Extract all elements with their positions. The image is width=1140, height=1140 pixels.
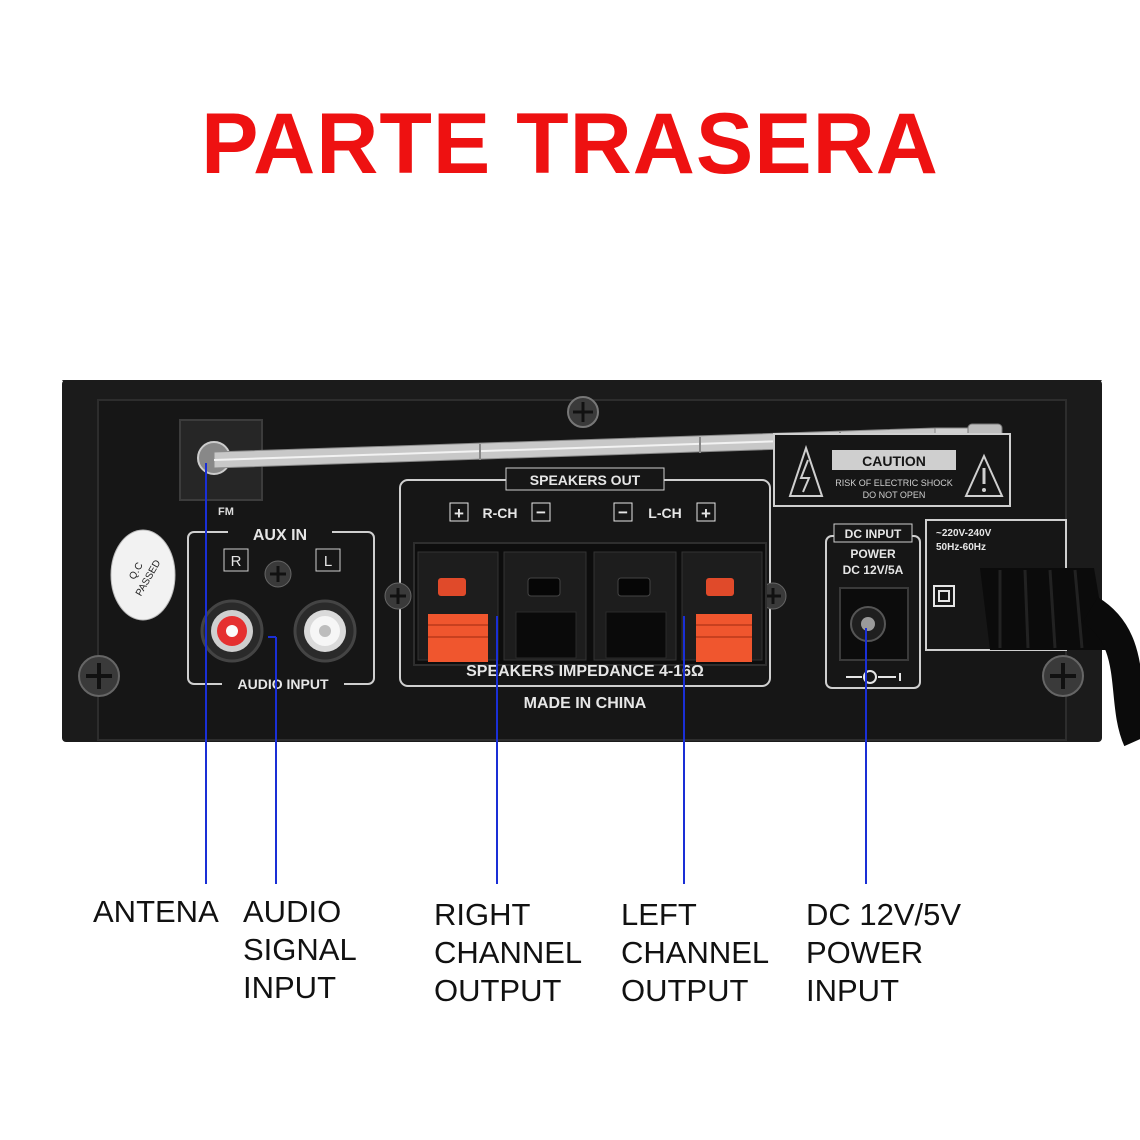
minus-sign: − <box>618 503 628 522</box>
speakers-out-label: SPEAKERS OUT <box>530 472 641 488</box>
screw-icon <box>1042 655 1084 697</box>
rca-jack-right[interactable] <box>200 599 264 663</box>
impedance-label: SPEAKERS IMPEDANCE 4-16Ω <box>466 663 704 680</box>
risk-text: RISK OF ELECTRIC SHOCK <box>835 478 953 488</box>
dc-power-jack[interactable] <box>839 587 909 661</box>
do-not-open-text: DO NOT OPEN <box>863 490 926 500</box>
aux-l-label: L <box>324 553 332 570</box>
dc-rating-label: DC 12V/5A <box>843 563 904 577</box>
plus-sign: + <box>454 504 464 523</box>
callout-audio-signal-input: AUDIO SIGNAL INPUT <box>243 894 357 1005</box>
aux-r-label: R <box>231 553 242 570</box>
terminal-right-positive[interactable] <box>417 551 499 662</box>
r-ch-label: R-CH <box>483 505 518 521</box>
double-insulation-icon <box>933 585 955 607</box>
rca-jack-left[interactable] <box>293 599 357 663</box>
dc-input-label: DC INPUT <box>845 527 902 541</box>
audio-input-label: AUDIO INPUT <box>238 676 329 692</box>
aux-in-label: AUX IN <box>253 527 307 544</box>
terminal-right-negative[interactable] <box>503 551 587 661</box>
minus-sign: − <box>536 503 546 522</box>
callout-left-channel-output: LEFT CHANNEL OUTPUT <box>621 897 770 1008</box>
callout-right-channel-output: RIGHT CHANNEL OUTPUT <box>434 897 583 1008</box>
screw-icon <box>78 655 120 697</box>
ac-frequency-label: 50Hz-60Hz <box>936 542 986 553</box>
terminal-left-negative[interactable] <box>593 551 677 661</box>
made-in-label: MADE IN CHINA <box>524 695 647 712</box>
page-title: PARTE TRASERA <box>201 96 939 192</box>
polarity-icon <box>846 670 901 684</box>
caution-label: CAUTION RISK OF ELECTRIC SHOCK DO NOT OP… <box>773 433 1011 507</box>
caution-text: CAUTION <box>862 453 926 469</box>
screw-icon <box>567 396 599 428</box>
fm-label: FM <box>218 506 234 518</box>
qc-passed-sticker: Q.C PASSED <box>110 529 176 621</box>
power-cord <box>980 568 1140 747</box>
screw-icon <box>264 560 292 588</box>
screw-icon <box>384 582 412 610</box>
l-ch-label: L-CH <box>648 505 681 521</box>
power-label: POWER <box>850 547 896 561</box>
ac-rating-label: ~220V-240V <box>936 528 992 539</box>
plus-sign: + <box>701 504 711 523</box>
callout-dc-power-input: DC 12V/5V POWER INPUT <box>806 897 962 1008</box>
callout-antena: ANTENA <box>93 894 219 929</box>
terminal-left-positive[interactable] <box>681 551 763 662</box>
